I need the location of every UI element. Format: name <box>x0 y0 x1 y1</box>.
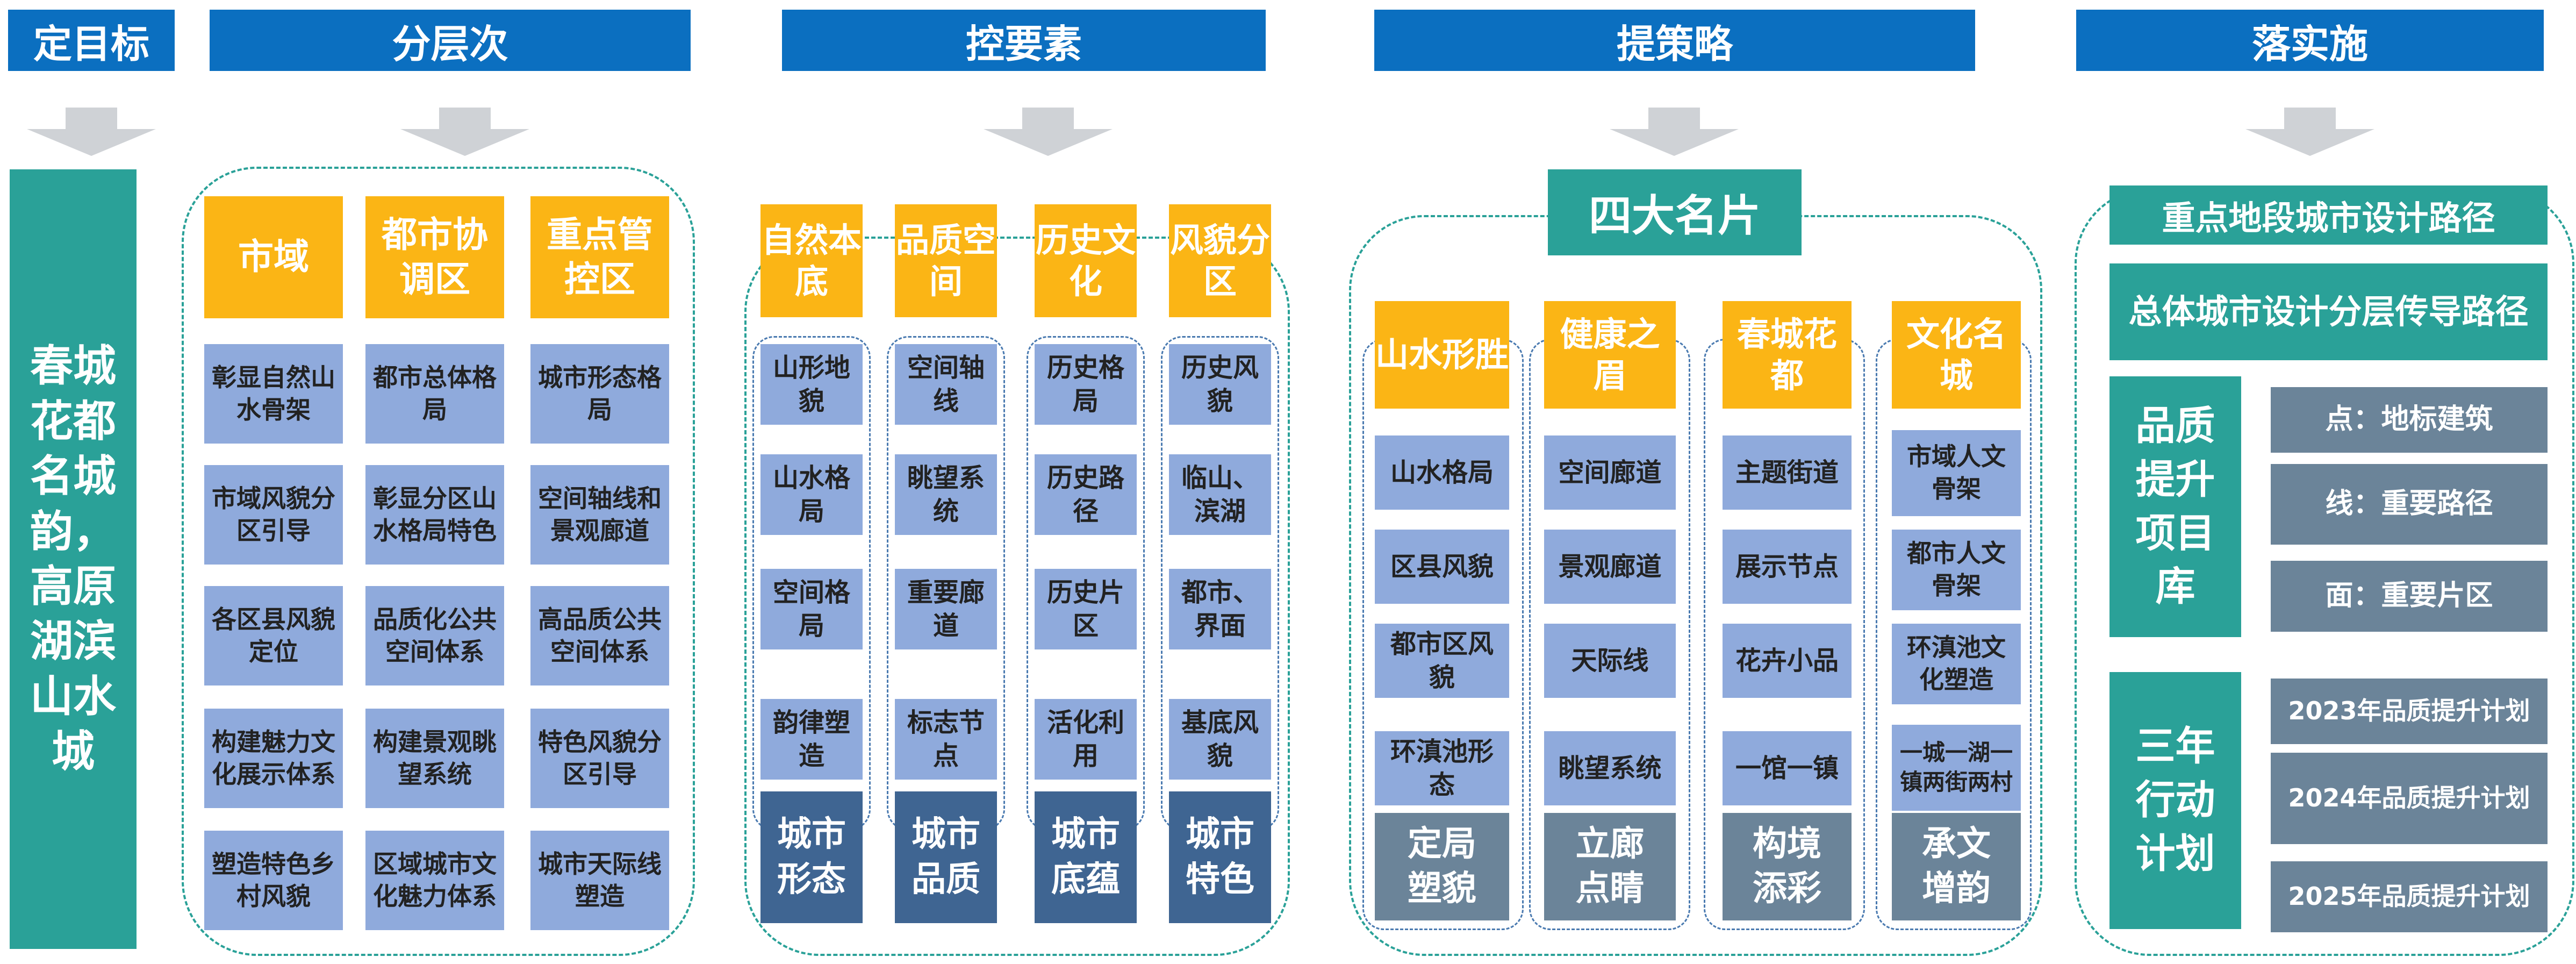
element-item: 都市、界面 <box>1169 569 1271 649</box>
layer-cell: 特色风貌分区引导 <box>530 709 669 808</box>
implement-path-key-area: 重点地段城市设计路径 <box>2109 185 2548 245</box>
plan-item-2025: 2025年品质提升计划 <box>2271 861 2548 932</box>
plan-item-2024: 2024年品质提升计划 <box>2271 753 2548 844</box>
layer-cell: 彰显自然山水骨架 <box>204 344 343 444</box>
element-item: 历史风貌 <box>1169 344 1271 425</box>
layer-cell: 城市形态格局 <box>530 344 669 444</box>
library-item-line: 线：重要路径 <box>2271 464 2548 545</box>
layer-cell: 都市总体格局 <box>365 344 504 444</box>
layer-cell: 高品质公共空间体系 <box>530 586 669 685</box>
element-item: 历史片区 <box>1035 569 1137 649</box>
strategy-card-item: 环滇池形态 <box>1375 731 1509 805</box>
element-item: 空间格局 <box>760 569 863 649</box>
elements-container <box>744 237 1290 956</box>
layer-cell: 构建魅力文化展示体系 <box>204 709 343 808</box>
strategy-card-item: 都市人文骨架 <box>1892 530 2021 610</box>
element-footer: 城市品质 <box>895 791 997 923</box>
header-layers: 分层次 <box>210 10 691 71</box>
element-footer: 城市特色 <box>1169 791 1271 923</box>
strategy-card-item: 山水格局 <box>1375 435 1509 510</box>
layers-container <box>182 167 695 956</box>
layer-cell: 构建景观眺望系统 <box>365 709 504 808</box>
strategy-card-item: 一城一湖一镇两街两村 <box>1892 725 2021 811</box>
element-item: 活化利用 <box>1035 699 1137 780</box>
strategy-card-item: 花卉小品 <box>1723 624 1852 698</box>
goal-box: 春城花都名城韵，高原湖滨山水城 <box>10 169 137 949</box>
goal-text: 春城花都名城韵，高原湖滨山水城 <box>30 341 116 777</box>
strategy-card-item: 眺望系统 <box>1544 731 1676 805</box>
strategy-card-item: 区县风貌 <box>1375 530 1509 604</box>
quality-project-library-label: 品质提升项目库 <box>2109 376 2241 637</box>
down-arrow-icon <box>1610 108 1739 156</box>
element-item: 临山、滨湖 <box>1169 454 1271 535</box>
layer-header-metro-coordination: 都市协调区 <box>365 196 504 318</box>
element-item: 历史格局 <box>1035 344 1137 425</box>
header-implement: 落实施 <box>2076 10 2544 71</box>
element-item: 韵律塑造 <box>760 699 863 780</box>
strategy-card-title: 春城花都 <box>1723 301 1852 409</box>
element-title: 历史文化 <box>1035 204 1137 317</box>
plan-item-2023: 2023年品质提升计划 <box>2271 679 2548 744</box>
layer-cell: 品质化公共空间体系 <box>365 586 504 685</box>
layer-cell: 区域城市文化魅力体系 <box>365 831 504 930</box>
layer-cell: 塑造特色乡村风貌 <box>204 831 343 930</box>
strategy-card-item: 主题街道 <box>1723 435 1852 510</box>
element-item: 山水格局 <box>760 454 863 535</box>
strategy-card-footer: 立廊点睛 <box>1544 813 1676 920</box>
down-arrow-icon <box>2245 108 2374 156</box>
down-arrow-icon <box>27 108 156 156</box>
strategy-card-item: 一馆一镇 <box>1723 731 1852 805</box>
element-footer: 城市形态 <box>760 791 863 923</box>
header-define-goal: 定目标 <box>8 10 175 71</box>
strategy-card-item: 空间廊道 <box>1544 435 1676 510</box>
element-item: 历史路径 <box>1035 454 1137 535</box>
down-arrow-icon <box>400 108 529 156</box>
three-year-plan-label: 三年行动计划 <box>2109 672 2241 929</box>
layer-header-key-control: 重点管控区 <box>530 196 669 318</box>
strategy-card-title: 健康之眉 <box>1544 301 1676 409</box>
strategy-card-title: 山水形胜 <box>1375 301 1509 409</box>
element-item: 标志节点 <box>895 699 997 780</box>
layer-cell: 彰显分区山水格局特色 <box>365 465 504 565</box>
element-item: 重要廊道 <box>895 569 997 649</box>
strategy-card-title: 文化名城 <box>1892 301 2021 409</box>
layer-cell: 城市天际线塑造 <box>530 831 669 930</box>
header-strategy: 提策略 <box>1374 10 1975 71</box>
library-item-area: 面：重要片区 <box>2271 561 2548 632</box>
strategy-card-item: 市域人文骨架 <box>1892 430 2021 516</box>
implement-path-layered: 总体城市设计分层传导路径 <box>2109 263 2548 360</box>
element-item: 空间轴线 <box>895 344 997 425</box>
header-control-elements: 控要素 <box>782 10 1266 71</box>
strategy-card-footer: 构境添彩 <box>1723 813 1852 920</box>
element-title: 风貌分区 <box>1169 204 1271 317</box>
strategy-card-item: 天际线 <box>1544 624 1676 698</box>
element-item: 基底风貌 <box>1169 699 1271 780</box>
element-footer: 城市底蕴 <box>1035 791 1137 923</box>
strategy-card-item: 都市区风貌 <box>1375 624 1509 698</box>
element-title: 自然本底 <box>760 204 863 317</box>
layer-cell: 各区县风貌定位 <box>204 586 343 685</box>
layer-cell: 空间轴线和景观廊道 <box>530 465 669 565</box>
strategy-banner: 四大名片 <box>1548 169 1802 255</box>
layer-cell: 市域风貌分区引导 <box>204 465 343 565</box>
strategy-card-footer: 承文增韵 <box>1892 813 2021 920</box>
element-item: 山形地貌 <box>760 344 863 425</box>
layer-header-city-region: 市域 <box>204 196 343 318</box>
strategy-card-footer: 定局塑貌 <box>1375 813 1509 920</box>
library-item-point: 点：地标建筑 <box>2271 387 2548 453</box>
down-arrow-icon <box>984 108 1113 156</box>
element-title: 品质空间 <box>895 204 997 317</box>
strategy-card-item: 环滇池文化塑造 <box>1892 624 2021 704</box>
strategy-card-item: 展示节点 <box>1723 530 1852 604</box>
strategy-card-item: 景观廊道 <box>1544 530 1676 604</box>
element-item: 眺望系统 <box>895 454 997 535</box>
